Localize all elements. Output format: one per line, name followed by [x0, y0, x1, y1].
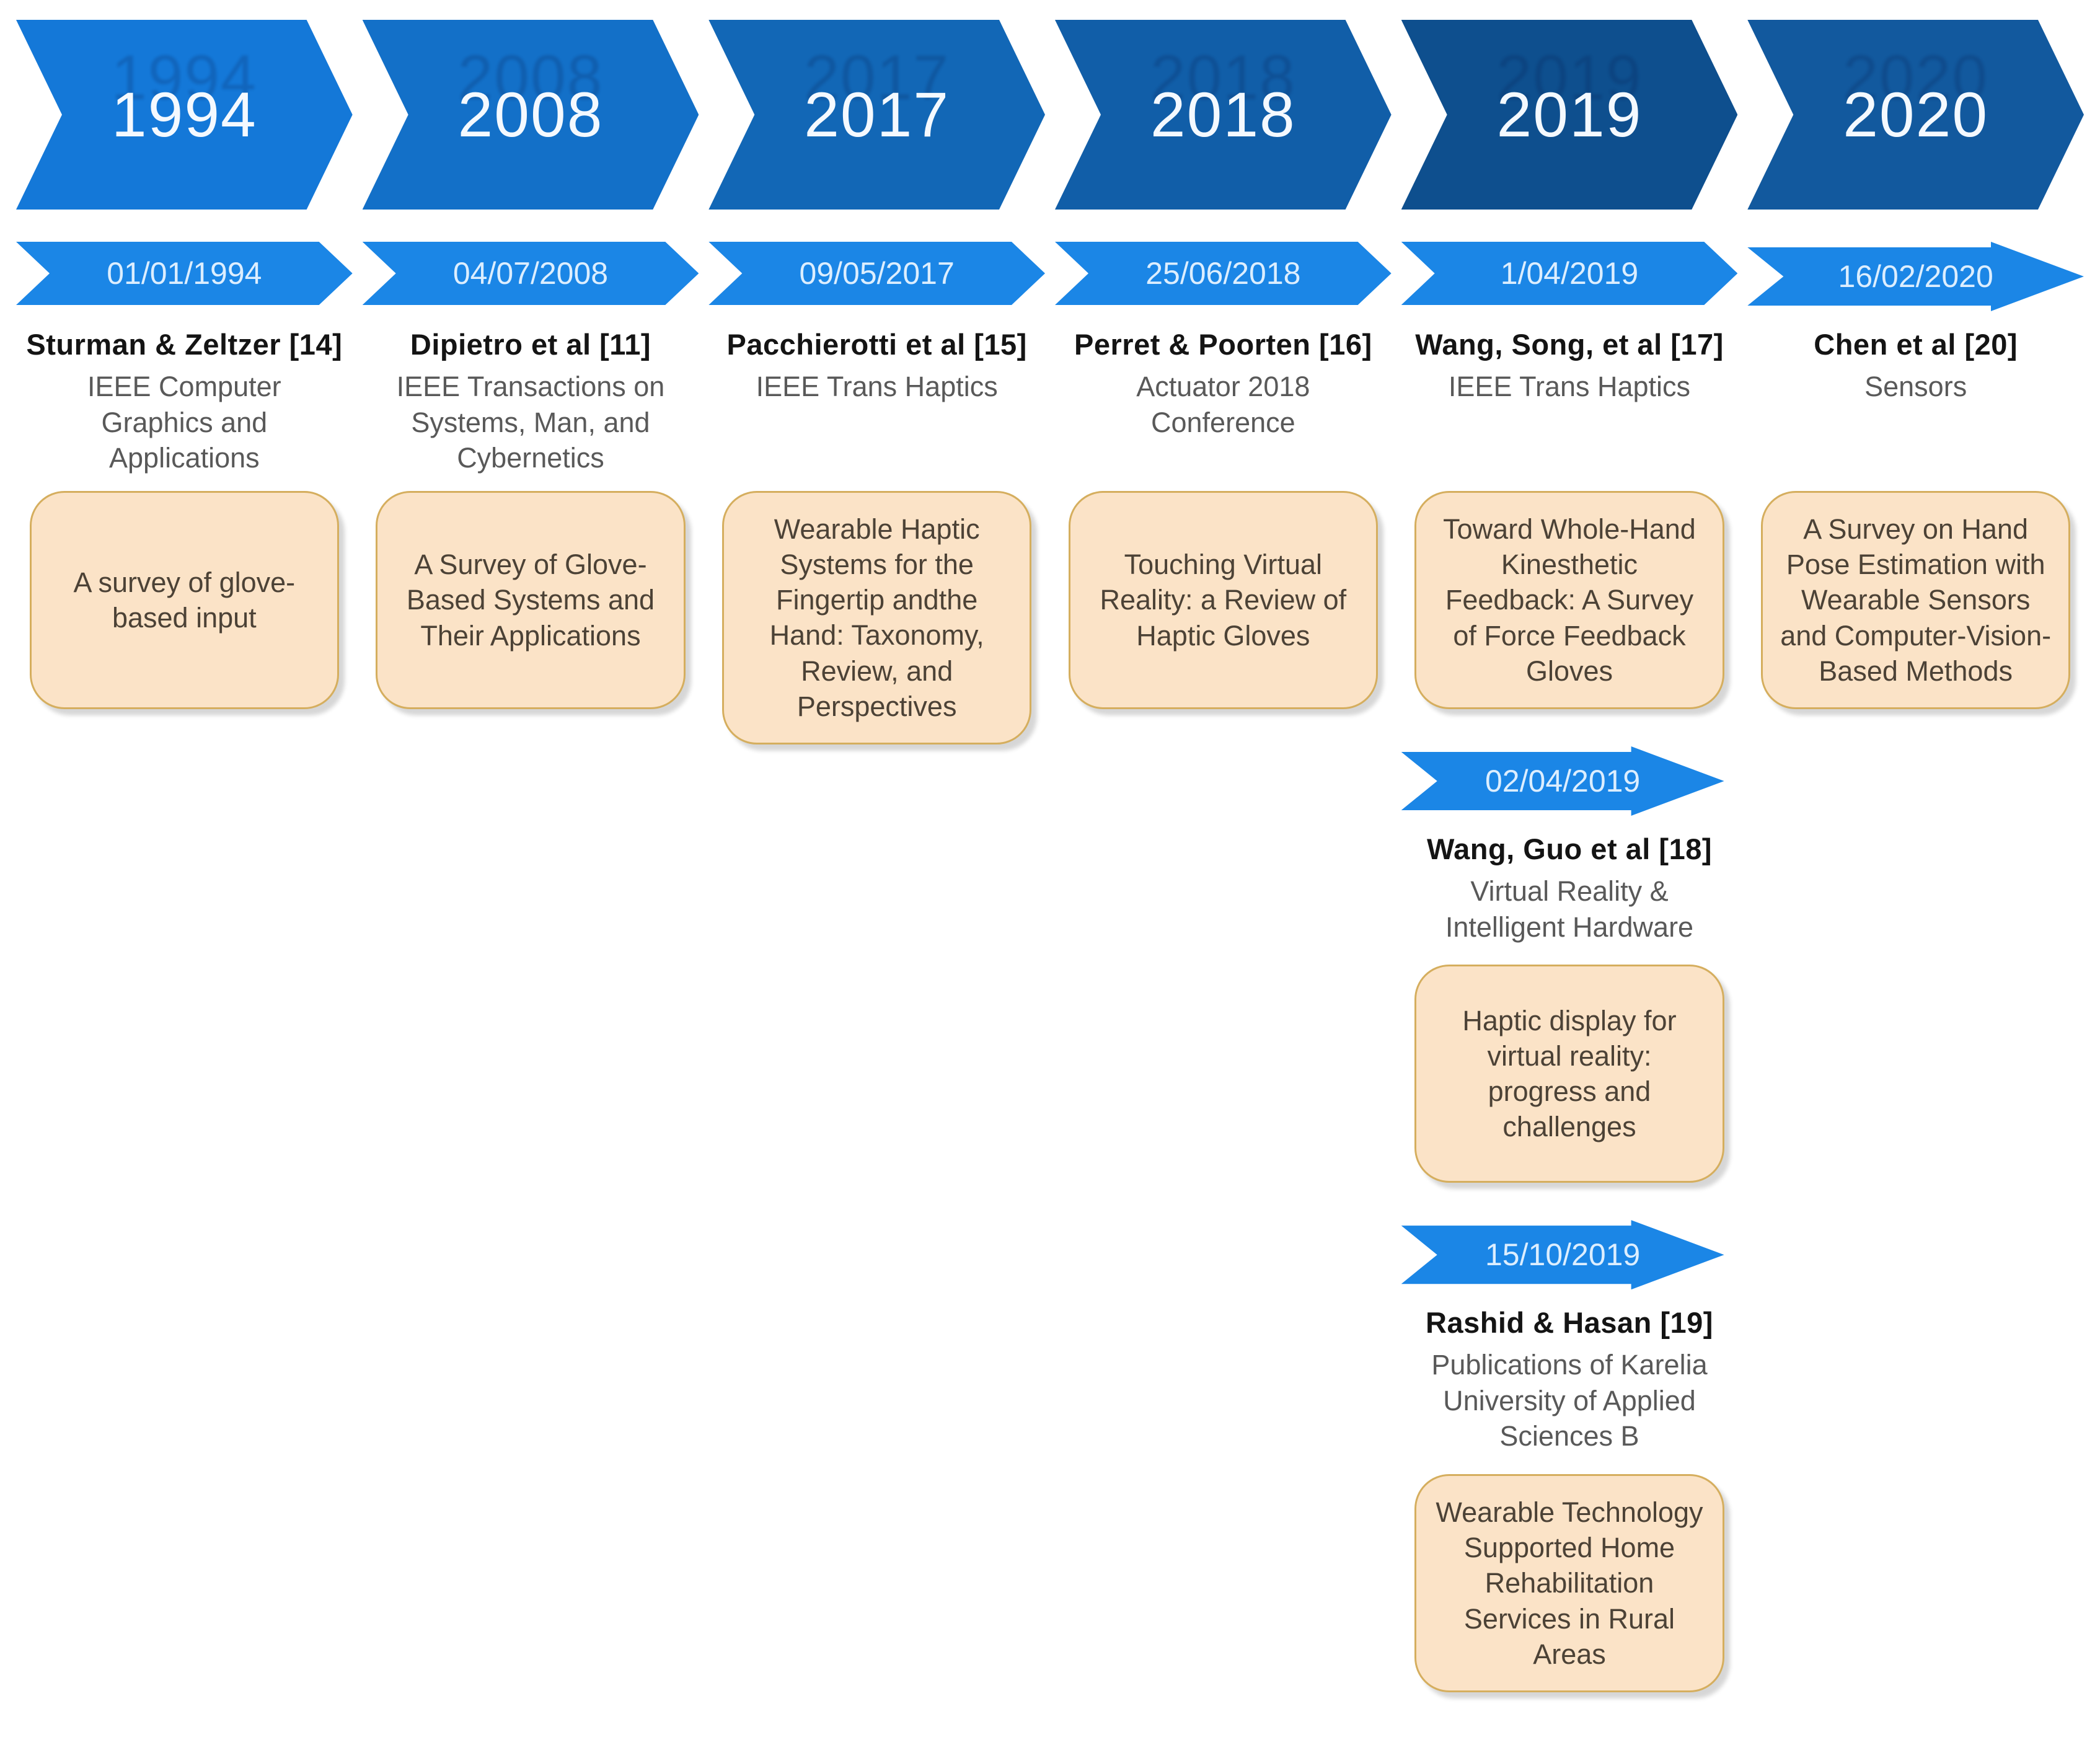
timeline-column-2020: Chen et al [20] Sensors A Survey on Hand… — [1747, 327, 2084, 1692]
date-chevron-16-02-2020: 16/02/2020 — [1747, 242, 2084, 311]
paper-title: A Survey of Glove-Based Systems and Thei… — [406, 549, 655, 652]
publication-meta: Pacchierotti et al [15] IEEE Trans Hapti… — [708, 327, 1045, 491]
publication-meta: Dipietro et al [11] IEEE Transactions on… — [363, 327, 699, 491]
paper-title: A Survey on Hand Pose Estimation with We… — [1780, 513, 2052, 687]
venue-label: Virtual Reality & Intelligent Hardware — [1445, 875, 1694, 943]
date-chevron-row: 01/01/1994 04/07/2008 09/05/2017 25/06/2… — [16, 242, 2084, 311]
author-label: Sturman & Zeltzer [14] — [26, 328, 343, 361]
publication-meta: Wang, Guo et al [18] Virtual Reality & I… — [1401, 832, 1738, 945]
year-chevron-2017: 2017 — [708, 20, 1045, 210]
author-label: Wang, Guo et al [18] — [1426, 833, 1712, 865]
venue-label: IEEE Computer Graphics and Applications — [87, 371, 281, 474]
date-chevron-1-04-2019: 1/04/2019 — [1401, 242, 1738, 305]
publication-meta: Wang, Song, et al [17] IEEE Trans Haptic… — [1401, 327, 1738, 491]
timeline-column-2008: Dipietro et al [11] IEEE Transactions on… — [363, 327, 699, 1692]
venue-label: IEEE Trans Haptics — [756, 371, 998, 402]
publication-meta: Chen et al [20] Sensors — [1747, 327, 2084, 491]
paper-box: A survey of glove-based input — [29, 491, 339, 709]
paper-box: Toward Whole-Hand Kinesthetic Feedback: … — [1414, 491, 1724, 709]
year-chevron-2008: 2008 — [363, 20, 699, 210]
author-label: Dipietro et al [11] — [410, 328, 651, 361]
date-chevron-15-10-2019: 15/10/2019 — [1401, 1220, 1724, 1289]
paper-box: A Survey of Glove-Based Systems and Thei… — [376, 491, 686, 709]
year-chevron-2018: 2018 — [1055, 20, 1392, 210]
timeline-column-2019: Wang, Song, et al [17] IEEE Trans Haptic… — [1401, 327, 1738, 1692]
paper-box: Wearable Haptic Systems for the Fingerti… — [722, 491, 1032, 744]
paper-box: Wearable Technology Supported Home Rehab… — [1414, 1473, 1724, 1692]
paper-title: Toward Whole-Hand Kinesthetic Feedback: … — [1443, 513, 1696, 687]
date-chevron-04-07-2008: 04/07/2008 — [363, 242, 699, 305]
content-row: Sturman & Zeltzer [14] IEEE Computer Gra… — [16, 327, 2084, 1692]
timeline-column-2018: Perret & Poorten [16] Actuator 2018 Conf… — [1055, 327, 1392, 1692]
venue-label: Sensors — [1864, 371, 1967, 402]
author-label: Perret & Poorten [16] — [1074, 328, 1372, 361]
date-chevron-09-05-2017: 09/05/2017 — [708, 242, 1045, 305]
publication-meta: Sturman & Zeltzer [14] IEEE Computer Gra… — [16, 327, 353, 491]
author-label: Pacchierotti et al [15] — [726, 328, 1027, 361]
paper-title: Wearable Haptic Systems for the Fingerti… — [769, 513, 984, 722]
paper-box: Haptic display for virtual reality: prog… — [1414, 965, 1724, 1183]
author-label: Wang, Song, et al [17] — [1415, 328, 1724, 361]
venue-label: Publications of Karelia University of Ap… — [1431, 1349, 1708, 1452]
paper-title: Wearable Technology Supported Home Rehab… — [1436, 1496, 1703, 1670]
year-chevron-1994: 1994 — [16, 20, 353, 210]
venue-label: IEEE Transactions on Systems, Man, and C… — [396, 371, 665, 474]
year-chevron-row: 1994 2008 2017 2018 2019 2020 — [16, 20, 2084, 210]
year-chevron-2020: 2020 — [1747, 20, 2084, 210]
paper-title: Touching Virtual Reality: a Review of Ha… — [1100, 549, 1347, 652]
date-chevron-02-04-2019: 02/04/2019 — [1401, 746, 1724, 816]
venue-label: IEEE Trans Haptics — [1448, 371, 1691, 402]
paper-title: A survey of glove-based input — [73, 566, 296, 634]
timeline-column-1994: Sturman & Zeltzer [14] IEEE Computer Gra… — [16, 327, 353, 1692]
timeline-column-2017: Pacchierotti et al [15] IEEE Trans Hapti… — [708, 327, 1045, 1692]
date-chevron-25-06-2018: 25/06/2018 — [1055, 242, 1392, 305]
date-chevron-01-01-1994: 01/01/1994 — [16, 242, 353, 305]
paper-title: Haptic display for virtual reality: prog… — [1462, 1004, 1677, 1143]
author-label: Rashid & Hasan [19] — [1426, 1306, 1713, 1340]
publication-meta: Perret & Poorten [16] Actuator 2018 Conf… — [1055, 327, 1392, 491]
author-label: Chen et al [20] — [1814, 328, 2018, 361]
paper-box: A Survey on Hand Pose Estimation with We… — [1761, 491, 2071, 709]
venue-label: Actuator 2018 Conference — [1136, 371, 1310, 438]
publication-meta: Rashid & Hasan [19] Publications of Kare… — [1401, 1305, 1738, 1454]
year-chevron-2019: 2019 — [1401, 20, 1738, 210]
paper-box: Touching Virtual Reality: a Review of Ha… — [1068, 491, 1378, 709]
